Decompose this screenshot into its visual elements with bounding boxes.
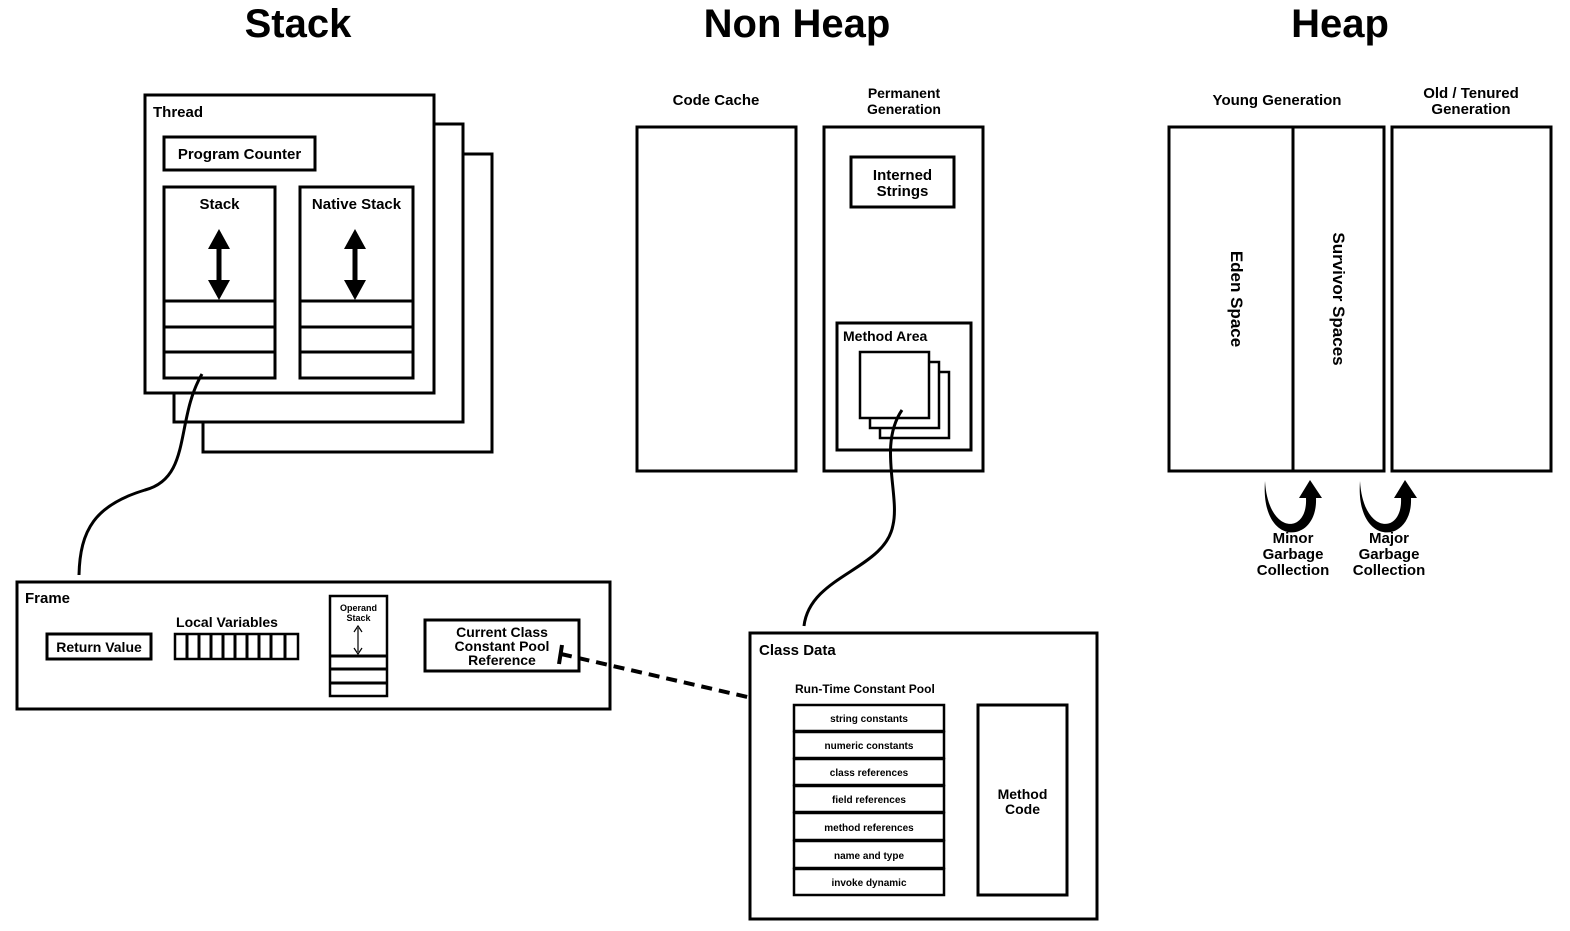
run-time-constant-pool-list: string constants numeric constants class… <box>792 703 946 897</box>
young-generation-label: Young Generation <box>1213 92 1342 109</box>
pool-item-invoke-dynamic: invoke dynamic <box>831 878 906 889</box>
major-gc-line1: Major <box>1369 530 1409 547</box>
local-variables-slots <box>173 632 300 661</box>
survivor-spaces-label: Survivor Spaces <box>1329 232 1348 365</box>
interned-strings-box <box>849 155 956 209</box>
operand-stack-updown-arrow-icon <box>353 624 363 656</box>
current-class-ref-line1: Current Class <box>456 624 548 640</box>
permanent-generation: Permanent Generation Interned Strings Me… <box>822 85 985 473</box>
frame-title: Frame <box>25 590 70 607</box>
program-counter-label: Program Counter <box>178 146 302 163</box>
old-generation-line2: Generation <box>1431 101 1510 118</box>
operand-stack: Operand Stack <box>328 594 389 698</box>
current-class-ref-box <box>423 618 581 673</box>
method-code-box <box>976 703 1069 897</box>
pool-item-class-references: class references <box>830 768 909 779</box>
pool-item-string-constants: string constants <box>830 714 908 725</box>
operand-stack-label-line1: Operand <box>340 603 377 613</box>
run-time-constant-pool-title: Run-Time Constant Pool <box>795 682 935 696</box>
thread-group: Thread Program Counter Stack Native Stac… <box>143 93 494 454</box>
major-gc-line3: Collection <box>1353 562 1426 579</box>
code-cache-label: Code Cache <box>673 92 760 109</box>
method-code-line2: Code <box>1005 801 1040 817</box>
stack-column: Stack <box>162 185 277 380</box>
permanent-generation-line2: Generation <box>867 101 941 117</box>
major-gc-arrow-icon <box>1359 480 1417 533</box>
pool-item-numeric-constants: numeric constants <box>825 741 914 752</box>
section-title-non-heap: Non Heap <box>704 2 891 46</box>
minor-gc-arrow-icon <box>1264 480 1322 533</box>
minor-gc-line3: Collection <box>1257 562 1330 579</box>
class-data-title: Class Data <box>759 642 836 659</box>
return-value-box <box>45 632 153 661</box>
pool-item-box <box>792 784 946 814</box>
thread-title: Thread <box>153 104 203 121</box>
return-value-label: Return Value <box>56 639 142 655</box>
heap: Young Generation Old / Tenured Generatio… <box>1167 85 1553 579</box>
native-stack-updown-arrow-icon <box>344 229 366 300</box>
code-cache-box <box>635 125 798 473</box>
old-generation-box <box>1390 125 1553 473</box>
code-cache: Code Cache <box>635 92 798 473</box>
native-stack-column: Native Stack <box>298 185 415 380</box>
stack-label: Stack <box>199 196 240 213</box>
pool-item-box <box>792 811 946 842</box>
program-counter-box <box>162 135 317 172</box>
method-area-class-stack <box>858 350 951 440</box>
minor-gc-line2: Garbage <box>1263 546 1324 563</box>
pool-item-field-references: field references <box>832 795 906 806</box>
method-code-line1: Method <box>998 786 1048 802</box>
minor-gc-line1: Minor <box>1273 530 1314 547</box>
pool-item-box <box>792 730 946 760</box>
local-variables-label: Local Variables <box>176 614 278 630</box>
pool-item-name-and-type: name and type <box>834 851 904 862</box>
section-title-stack: Stack <box>245 2 352 46</box>
young-generation-box <box>1167 125 1386 473</box>
method-area-label: Method Area <box>843 328 927 344</box>
pool-item-box <box>792 757 946 787</box>
interned-strings-line1: Interned <box>873 167 932 184</box>
pool-item-method-references: method references <box>824 823 914 834</box>
section-title-heap: Heap <box>1291 2 1389 46</box>
native-stack-label: Native Stack <box>312 196 402 213</box>
pool-item-box <box>792 867 946 897</box>
pool-item-box <box>792 839 946 870</box>
stack-updown-arrow-icon <box>208 229 230 300</box>
old-generation-line1: Old / Tenured <box>1423 85 1519 102</box>
class-data: Class Data Run-Time Constant Pool string… <box>748 631 1099 921</box>
permanent-generation-line1: Permanent <box>868 85 941 101</box>
major-gc-line2: Garbage <box>1359 546 1420 563</box>
frame-group: Frame Return Value Local Variables Opera… <box>15 580 612 711</box>
stack-to-frame-connector <box>77 373 204 576</box>
eden-space-label: Eden Space <box>1227 251 1246 347</box>
operand-stack-label-line2: Stack <box>346 613 371 623</box>
method-area-to-class-data-connector <box>802 409 904 627</box>
interned-strings-line2: Strings <box>877 183 929 200</box>
current-class-ref-line2: Constant Pool <box>455 638 550 654</box>
pool-item-box <box>792 703 946 733</box>
current-class-ref-line3: Reference <box>468 652 536 668</box>
